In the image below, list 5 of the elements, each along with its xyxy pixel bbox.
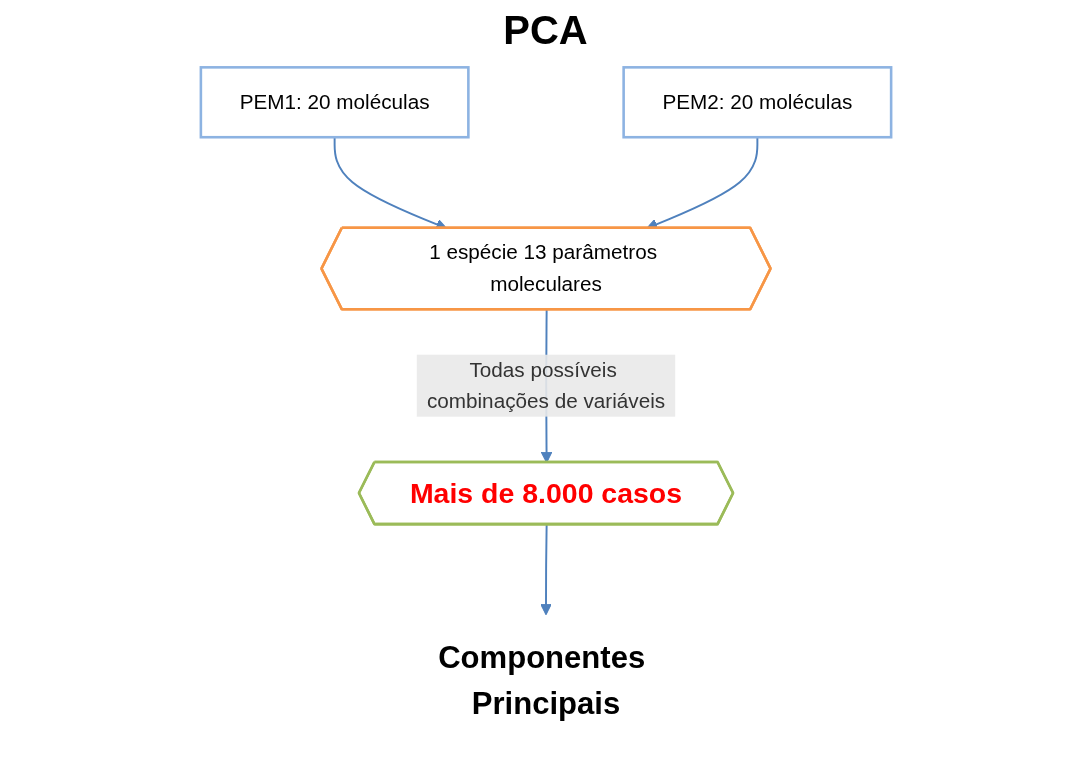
node-box: PEM1: 20 moléculas — [199, 66, 470, 139]
diagram-title: PCA — [502, 8, 589, 53]
node-box: PEM2: 20 moléculas — [621, 66, 892, 139]
edge-label: Todas possíveis combinações de variáveis — [426, 358, 665, 412]
node-text: Componentes Principais — [437, 639, 645, 721]
